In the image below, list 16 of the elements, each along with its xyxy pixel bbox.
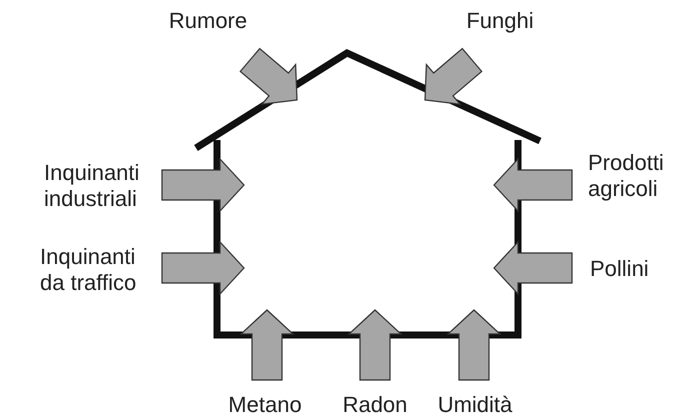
block-arrow: [161, 157, 245, 213]
hazard-label: Metano: [210, 392, 320, 418]
block-arrow: [493, 240, 573, 296]
block-arrow: [446, 309, 502, 381]
hazard-label: Inquinanti industriali: [44, 160, 156, 212]
hazard-label: Prodotti agricoli: [588, 150, 688, 202]
hazard-label: Inquinanti da traffico: [40, 244, 156, 296]
block-arrow: [161, 240, 245, 296]
block-arrow: [239, 309, 295, 381]
hazard-label: Pollini: [590, 256, 690, 282]
block-arrow: [347, 309, 403, 381]
block-arrow: [424, 48, 483, 105]
hazard-label: Rumore: [148, 8, 268, 34]
block-arrow: [239, 48, 298, 105]
block-arrow: [493, 157, 573, 213]
hazard-label: Funghi: [440, 8, 560, 34]
